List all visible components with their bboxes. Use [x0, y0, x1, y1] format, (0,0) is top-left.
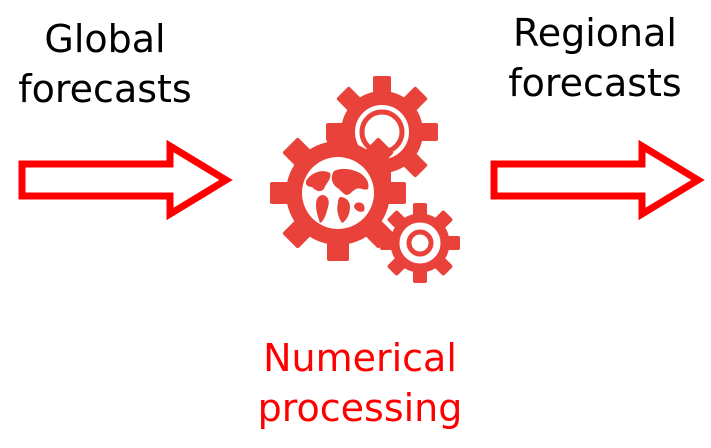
gear-icon — [380, 203, 460, 283]
process-label-line2: processing — [257, 386, 463, 430]
input-label: Global forecasts — [10, 14, 200, 114]
right-arrow-icon — [490, 140, 705, 220]
process-label-line1: Numerical — [263, 336, 457, 380]
output-label-line2: forecasts — [508, 61, 682, 105]
output-label-line1: Regional — [513, 11, 677, 55]
input-label-line1: Global — [44, 17, 166, 61]
world-map-icon — [305, 168, 369, 223]
output-label: Regional forecasts — [485, 8, 705, 108]
right-arrow-icon — [18, 140, 233, 220]
globe-gear-icon — [270, 125, 406, 261]
gears-globe-icon — [270, 76, 460, 283]
input-label-line2: forecasts — [18, 67, 192, 111]
process-label: Numerical processing — [240, 333, 480, 433]
